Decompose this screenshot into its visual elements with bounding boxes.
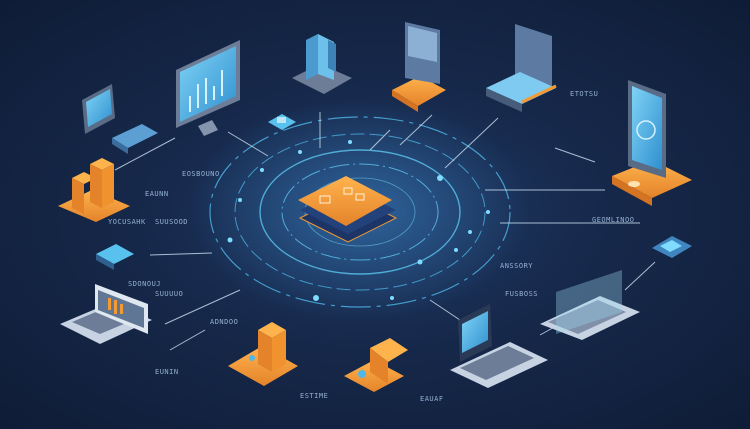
- small-card-right: [652, 236, 692, 258]
- laptop-left: [60, 284, 152, 344]
- orange-building-bottom: [228, 322, 298, 386]
- tablet-top-left: [82, 84, 158, 154]
- tablet-right: [612, 80, 692, 206]
- node-label: ESTIME: [300, 392, 329, 400]
- book-device: [486, 24, 557, 112]
- small-card-left: [96, 244, 134, 270]
- node-label: EOSBOUNO: [182, 170, 220, 178]
- node-label: YOCUSAHK: [108, 218, 146, 226]
- node-label: EAUAF: [420, 395, 444, 403]
- monitor-chart: [176, 40, 240, 136]
- node-label: SUUUUO: [155, 290, 184, 298]
- laptop-holo: [540, 270, 640, 340]
- small-card-top: [268, 114, 296, 130]
- mobile-orange-top: [392, 22, 446, 112]
- laptop-dark: [450, 304, 548, 388]
- server-tower: [292, 34, 352, 94]
- node-label: ETOTSU: [570, 90, 599, 98]
- orange-buildings-left: [58, 158, 130, 222]
- node-label: ANSSORY: [500, 262, 534, 270]
- node-label: EUNIN: [155, 368, 179, 376]
- orange-box-bottom: [344, 338, 408, 392]
- node-label: FUSBOSS: [505, 290, 539, 298]
- node-label: EAUNN: [145, 190, 169, 198]
- node-label: SUUSOOD: [155, 218, 189, 226]
- node-label: SDONOUJ: [128, 280, 162, 288]
- connection-lines: [114, 112, 656, 351]
- node-label: ADNDOO: [210, 318, 239, 326]
- central-orange-chip: [298, 176, 398, 243]
- node-label: GEOMLINOO: [592, 216, 635, 224]
